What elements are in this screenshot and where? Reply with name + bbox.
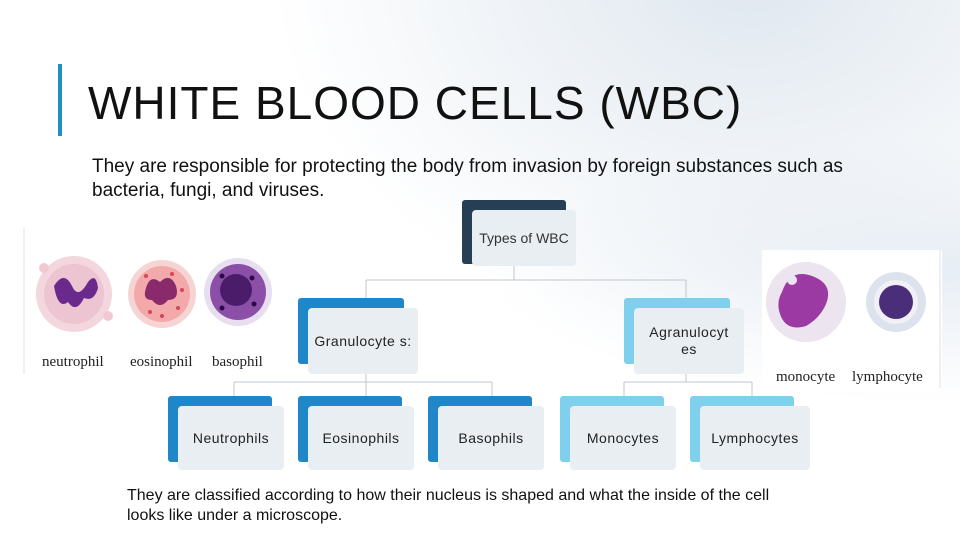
neutrophils-label: Neutrophils xyxy=(178,406,284,470)
eosinophils-label: Eosinophils xyxy=(308,406,414,470)
basophils-label: Basophils xyxy=(438,406,544,470)
monocytes-label: Monocytes xyxy=(570,406,676,470)
agranulocytes-label: Agranulocyt es xyxy=(634,308,744,374)
footer-text: They are classified according to how the… xyxy=(127,486,787,526)
lymphocytes-label: Lymphocytes xyxy=(700,406,810,470)
granulocytes-label: Granulocyte s: xyxy=(308,308,418,374)
root-node-label: Types of WBC xyxy=(472,210,576,266)
